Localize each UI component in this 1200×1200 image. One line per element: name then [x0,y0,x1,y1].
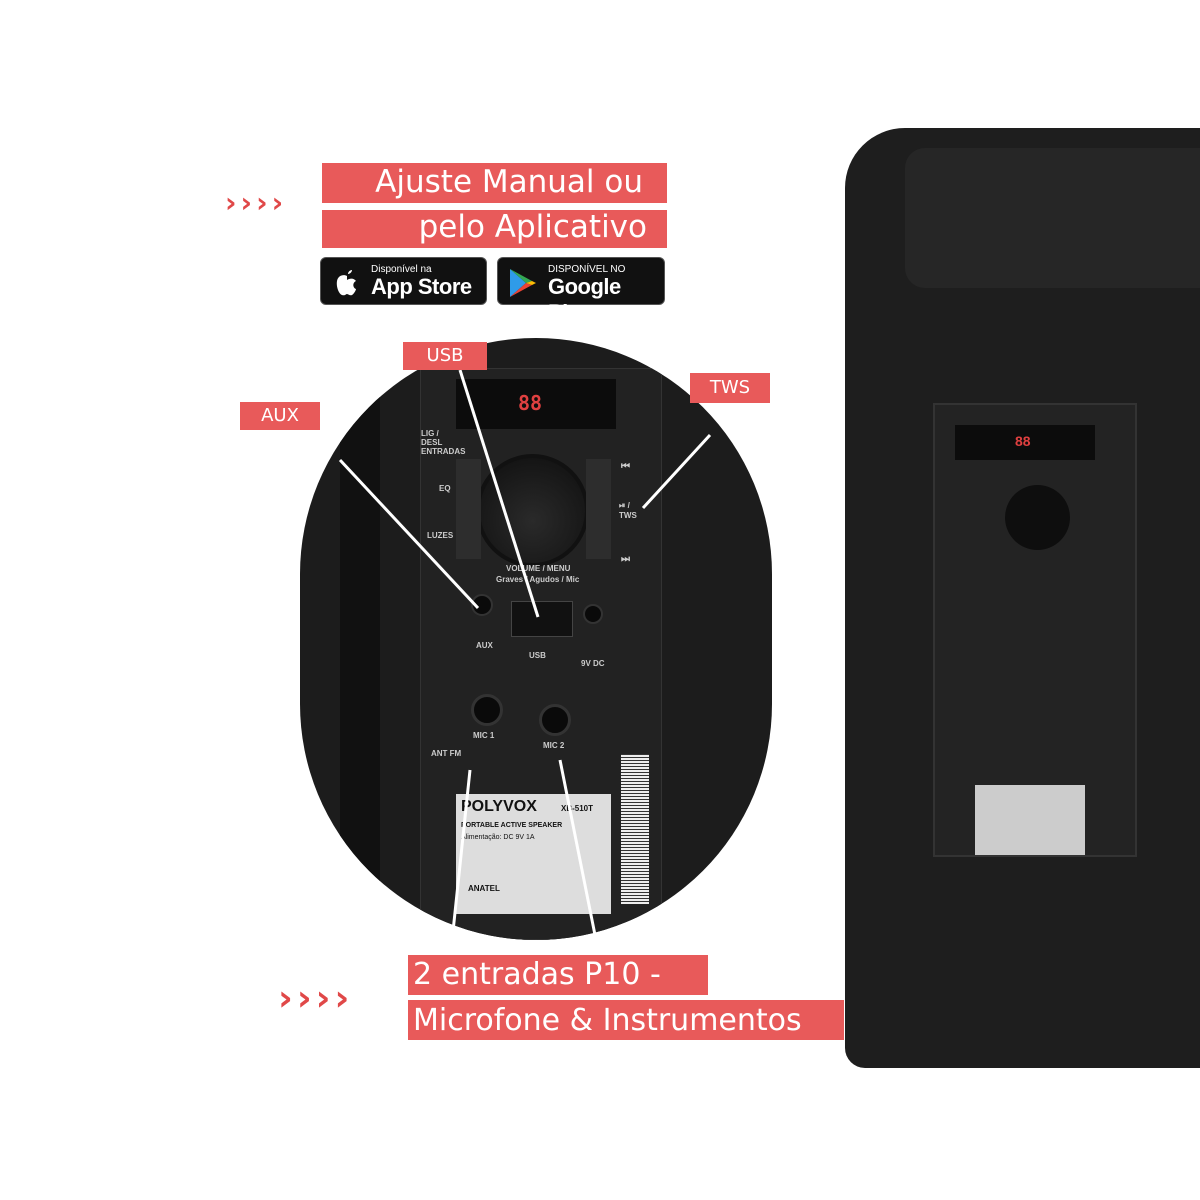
product-label: POLYVOX XB-510T PORTABLE ACTIVE SPEAKER … [456,794,611,914]
aux-callout-line [338,458,480,610]
right-buttons[interactable] [586,459,611,559]
aux-callout: AUX [240,402,320,430]
app-store-small: Disponível na [371,264,432,275]
luzes-label: LUZES [427,531,454,540]
speaker-body: 88 [845,128,1200,1068]
apple-icon [336,270,356,296]
app-store-badge[interactable]: Disponível na App Store [320,257,487,305]
dc-label: 9V DC [581,659,605,668]
control-panel: 88 LIG / DESL ENTRADAS EQ LUZES ⏮ ⏯ / TW… [420,368,662,940]
led-display: 88 [456,379,616,429]
mic1-label: MIC 1 [473,731,495,740]
google-play-small: DISPONÍVEL NO [548,264,626,275]
mic2-jack[interactable] [539,704,571,736]
usb-port[interactable] [511,601,573,637]
headline-line-2: pelo Aplicativo [322,210,667,248]
mic1-jack[interactable] [471,694,503,726]
usb-port-label: USB [529,651,546,660]
play-tws-label: ⏯ / TWS [619,501,637,520]
model-number: XB-510T [561,804,594,813]
dc-jack[interactable] [583,604,603,624]
next-label: ⏭ [621,554,630,565]
ant-label: ANT FM [431,749,462,758]
usb-callout-line [458,369,540,618]
footer-line-2: Microfone & Instrumentos [408,1000,844,1040]
aux-port-label: AUX [476,641,493,650]
speaker-handle [905,148,1200,288]
speaker-panel: 88 [933,403,1137,857]
arrows-decoration: ›››› [225,186,288,219]
eq-label: EQ [439,484,451,493]
tws-callout: TWS [690,373,770,403]
label-line-2: Alimentação: DC 9V 1A [461,834,535,841]
panel-closeup: 88 LIG / DESL ENTRADAS EQ LUZES ⏮ ⏯ / TW… [300,338,772,940]
tws-callout-line [641,433,712,510]
mic2-label: MIC 2 [543,741,565,750]
left-buttons[interactable] [456,459,481,559]
usb-callout: USB [403,342,487,370]
headline-line-1: Ajuste Manual ou [322,163,667,203]
footer-line-1: 2 entradas P10 - [408,955,708,995]
brand-logo: POLYVOX [461,798,537,815]
mic2-callout-line [558,759,602,961]
lig-label: LIG / DESL ENTRADAS [421,429,466,456]
google-play-icon [510,269,536,297]
google-play-label: Google Play [548,274,621,325]
display-value: 88 [518,391,543,415]
prev-label: ⏮ [621,461,630,472]
app-store-label: App Store [371,274,472,299]
label-line-1: PORTABLE ACTIVE SPEAKER [461,822,563,829]
volume-sub-label: Graves / Agudos / Mic [496,575,580,584]
volume-label: VOLUME / MENU [506,564,571,573]
barcode-sticker [621,754,649,904]
google-play-badge[interactable]: DISPONÍVEL NO Google Play [497,257,665,325]
aux-jack[interactable] [471,594,493,616]
anatel-logo: ANATEL [468,884,500,893]
arrows-decoration-bottom: ›››› [278,978,354,1019]
mic1-callout-line [448,769,472,961]
